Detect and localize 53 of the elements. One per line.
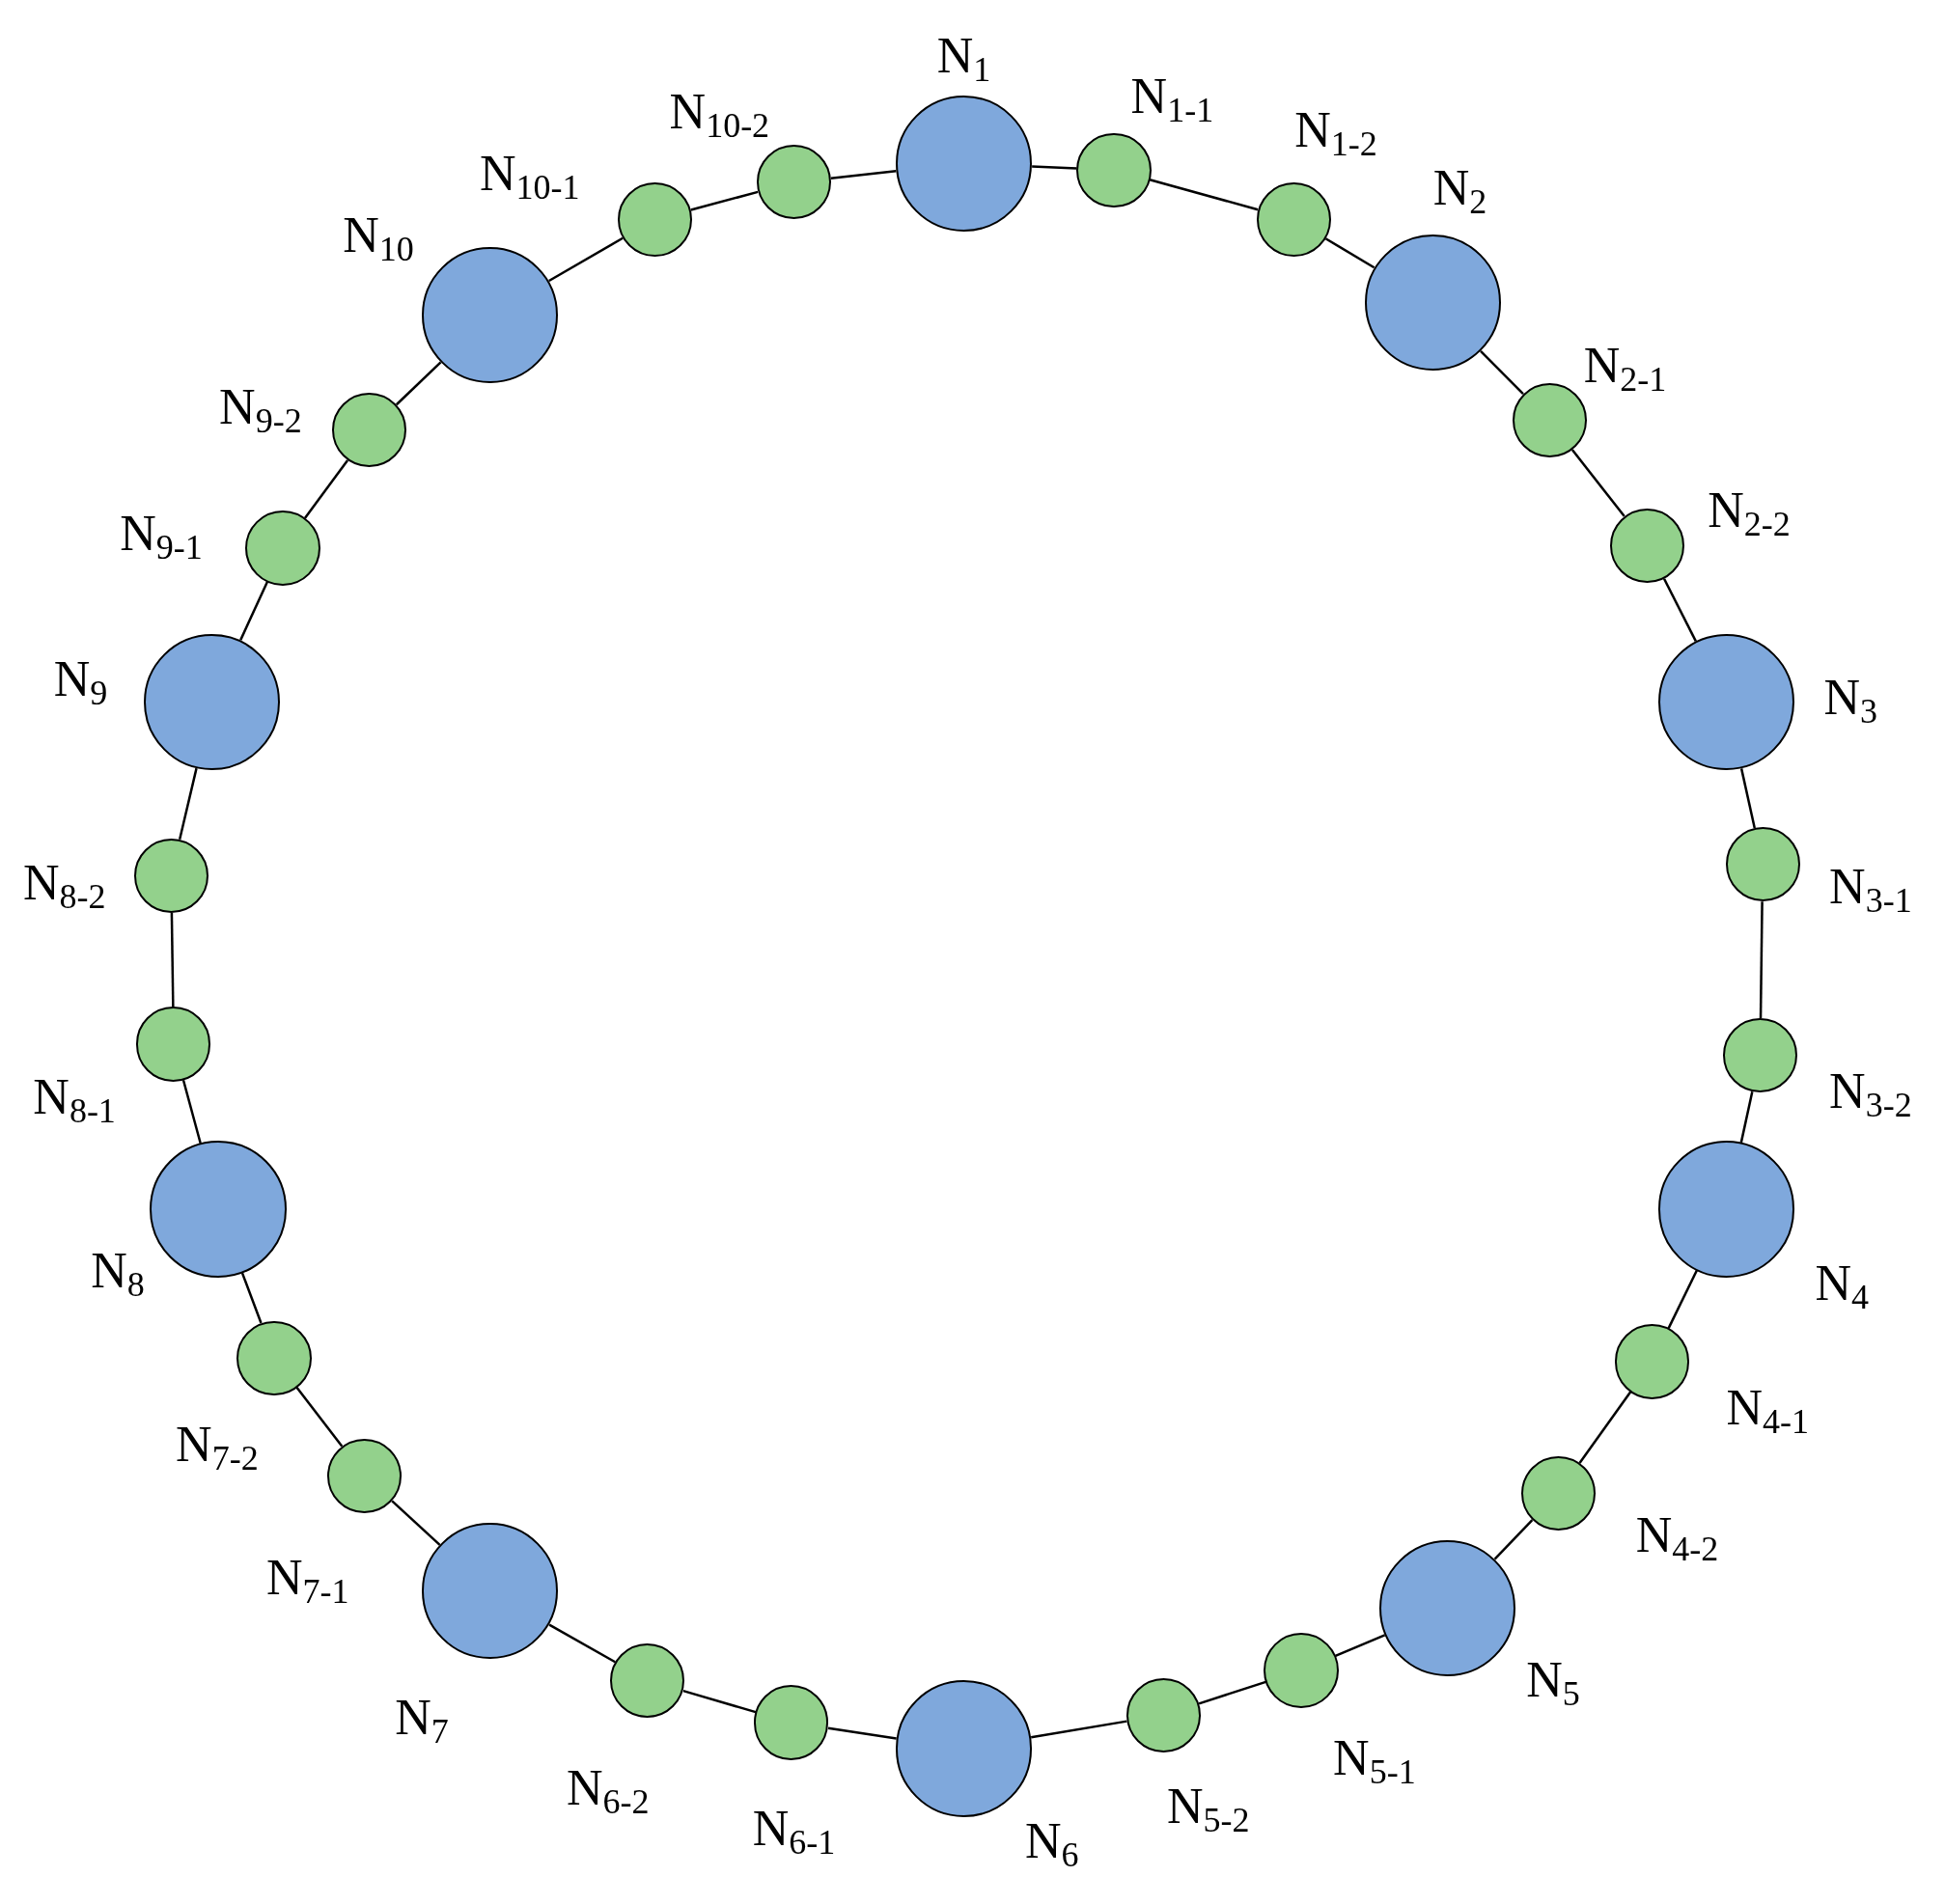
node-label: N$_{9-1}$ (120, 508, 203, 559)
node-label: N$_{10-2}$ (669, 86, 770, 137)
connector-line (1739, 768, 1756, 829)
connector-line (548, 236, 624, 283)
connector-line (1031, 1720, 1127, 1739)
node-label: N$_{5-2}$ (1166, 1781, 1250, 1833)
node-label: N$_{8-1}$ (33, 1072, 116, 1123)
node-label: N$_{4-1}$ (1726, 1382, 1809, 1433)
node-label: N$_{6}$ (1024, 1816, 1079, 1867)
node-label: N$_{5}$ (1526, 1655, 1580, 1706)
node-label: N$_{2-2}$ (1708, 485, 1791, 537)
connector-line (1570, 449, 1625, 517)
node-label: N$_{2}$ (1432, 163, 1487, 214)
connector-line (1667, 1269, 1698, 1329)
connector-line (1493, 1519, 1534, 1560)
node-label: N$_{7-2}$ (176, 1420, 259, 1471)
node-label: N$_{6-2}$ (566, 1763, 650, 1814)
connector-line (303, 459, 349, 519)
node-label: N$_{4}$ (1815, 1258, 1870, 1310)
node-label: N$_{1-2}$ (1294, 104, 1377, 155)
node-label: N$_{8}$ (91, 1246, 145, 1297)
connector-line (1324, 237, 1375, 269)
node-label: N$_{8-2}$ (23, 857, 106, 908)
node-label: N$_{3}$ (1823, 673, 1878, 724)
node-label: N$_{1}$ (936, 30, 991, 81)
node-label: N$_{1-1}$ (1130, 71, 1214, 123)
connector-line (170, 912, 175, 1007)
connector-line (827, 1726, 897, 1740)
connector-line (239, 581, 269, 641)
connector-line (548, 1623, 616, 1664)
connector-line (1739, 1091, 1754, 1144)
connector-line (1480, 349, 1524, 396)
node-label: N$_{7}$ (395, 1692, 449, 1743)
connector-line (1759, 901, 1764, 1019)
node-label: N$_{7-1}$ (265, 1552, 349, 1603)
connector-line (1032, 165, 1077, 170)
node-label: N$_{10-1}$ (479, 148, 580, 199)
connector-line (830, 170, 897, 179)
connector-line (295, 1386, 344, 1448)
node-label: N$_{2-1}$ (1583, 341, 1667, 392)
connector-line (1578, 1391, 1632, 1464)
connector-line (1662, 578, 1697, 642)
node-label: N$_{4-2}$ (1635, 1509, 1719, 1560)
node-label: N$_{6-1}$ (752, 1804, 836, 1855)
connector-line (1335, 1634, 1386, 1658)
connector-line (395, 361, 442, 406)
node-label: N$_{5-1}$ (1333, 1733, 1416, 1784)
node-label: N$_{3-2}$ (1829, 1065, 1912, 1117)
node-label: N$_{9-2}$ (219, 381, 302, 432)
connector-line (391, 1500, 441, 1546)
node-label: N$_{9}$ (53, 654, 108, 705)
node-label: N$_{10}$ (343, 210, 414, 262)
node-label: N$_{3-1}$ (1829, 861, 1912, 912)
